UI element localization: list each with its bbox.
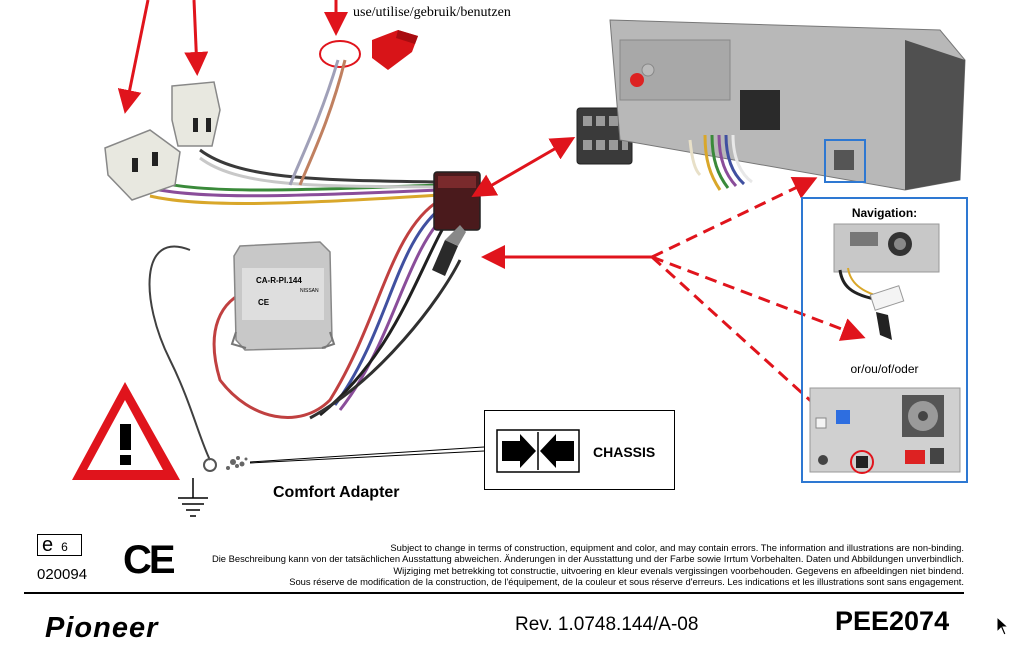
nav-photo-top bbox=[833, 223, 940, 340]
navigation-or-text: or/ou/of/oder bbox=[850, 362, 919, 376]
use-instruction-text: use/utilise/gebruik/benutzen bbox=[353, 5, 511, 20]
disclaimer-line-nl: Wijziging met betrekking tot constructie… bbox=[393, 564, 964, 576]
wire-harness bbox=[148, 59, 462, 461]
chassis-symbol bbox=[496, 429, 580, 473]
chassis-box bbox=[484, 410, 675, 490]
e-mark-number: 6 bbox=[61, 540, 68, 554]
nav-photo-bottom bbox=[809, 387, 961, 474]
disclaimer-line-en: Subject to change in terms of constructi… bbox=[390, 542, 964, 553]
jack-plug bbox=[432, 225, 466, 276]
adapter-ce-mark: CE bbox=[258, 298, 270, 307]
iso-connector bbox=[433, 171, 481, 231]
chassis-lines bbox=[249, 446, 485, 464]
e-mark-letter: e bbox=[42, 534, 54, 556]
footer-divider bbox=[24, 592, 964, 594]
navigation-panel bbox=[801, 197, 968, 483]
ce-mark: CE bbox=[123, 538, 176, 582]
iso-double-arrow bbox=[471, 136, 576, 198]
adapter-box bbox=[230, 241, 336, 351]
disclaimer-line-de: Die Beschreibung kann von der tatsächlic… bbox=[211, 553, 964, 565]
pioneer-logo: Pioneer bbox=[45, 612, 159, 644]
ground-ring bbox=[203, 458, 217, 472]
model-number: PEE2074 bbox=[835, 606, 950, 636]
disclaimer-line-fr: Sous réserve de modification de la const… bbox=[289, 575, 964, 587]
disclaimer: Subject to change in terms of constructi… bbox=[204, 542, 964, 587]
adapter-label: CA-R-PI.144 bbox=[256, 276, 302, 285]
chassis-label: CHASSIS bbox=[593, 444, 656, 460]
ground-symbol bbox=[178, 478, 208, 517]
wire-highlight-circle bbox=[319, 40, 361, 68]
warning-triangle bbox=[72, 382, 180, 480]
head-unit-wires bbox=[688, 134, 753, 191]
approval-number: 020094 bbox=[37, 566, 88, 583]
revision-number: Rev. 1.0748.144/A-08 bbox=[515, 614, 699, 635]
top-arrows bbox=[117, 0, 348, 114]
head-unit bbox=[609, 19, 966, 191]
navigation-title: Navigation: bbox=[851, 206, 918, 220]
ground-contact-smudge bbox=[226, 456, 248, 470]
red-connector-clip bbox=[372, 30, 418, 70]
mouse-cursor-icon bbox=[996, 616, 1010, 636]
adapter-brand: NISSAN bbox=[300, 288, 319, 294]
white-connectors bbox=[104, 81, 221, 201]
comfort-adapter-label: Comfort Adapter bbox=[273, 484, 400, 501]
